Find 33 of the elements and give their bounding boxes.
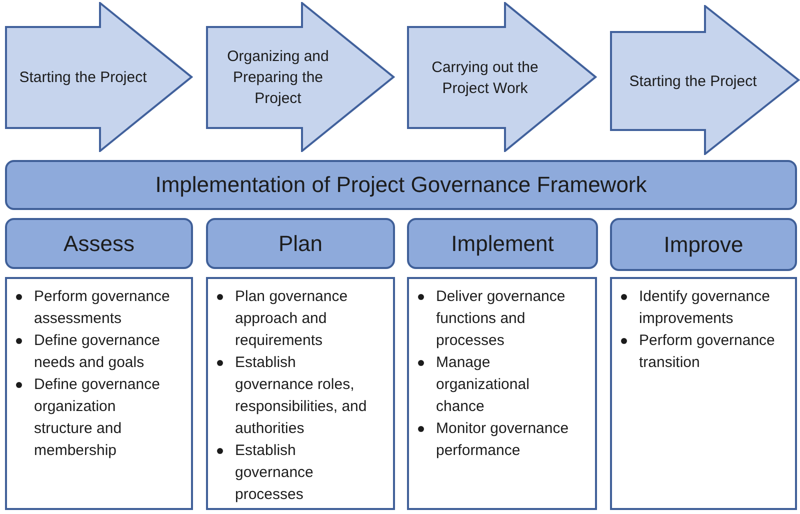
list-item-text: Manage organizational chance	[436, 353, 530, 417]
phase-title: Implement	[451, 230, 554, 256]
list-item-text: Deliver governance functions and processes	[436, 287, 566, 351]
list-item-text: Define governance needs and goals	[34, 331, 161, 373]
process-step	[206, 2, 395, 152]
task-list-panel	[407, 277, 597, 510]
list-item-text: Define governance organization structure and membership	[34, 375, 161, 461]
phase-header	[407, 218, 598, 269]
task-list-panel	[610, 277, 797, 510]
process-step	[407, 2, 597, 152]
phase-header	[5, 218, 193, 269]
list-item-text: Identify governance improvements	[639, 287, 771, 329]
process-step	[610, 5, 800, 155]
step-label: Carrying out the Project Work	[430, 58, 540, 98]
list-item-text: Establish governance processes	[235, 441, 314, 505]
list-item-text: Establish governance roles, responsibilities, and authorities	[235, 353, 368, 439]
step-label: Organizing and Preparing the Project	[226, 47, 330, 109]
process-step	[5, 2, 193, 152]
list-item-text: Perform governance transition	[639, 331, 776, 373]
phase-header	[610, 218, 797, 271]
task-list-panel	[206, 277, 395, 510]
phase-title: Plan	[278, 230, 323, 256]
phase-title: Assess	[64, 230, 134, 256]
step-label: Starting the Project	[629, 72, 757, 92]
banner-title: Implementation of Project Governance Framework	[155, 172, 647, 198]
step-label: Starting the Project	[19, 68, 147, 88]
phase-title: Improve	[664, 232, 744, 258]
phase-header	[206, 218, 395, 269]
framework-banner	[5, 160, 797, 210]
list-item-text: Perform governance assessments	[34, 287, 171, 329]
list-item-text: Plan governance approach and requirements	[235, 287, 349, 351]
list-item-text: Monitor governance performance	[436, 419, 570, 461]
task-list-panel	[5, 277, 193, 510]
